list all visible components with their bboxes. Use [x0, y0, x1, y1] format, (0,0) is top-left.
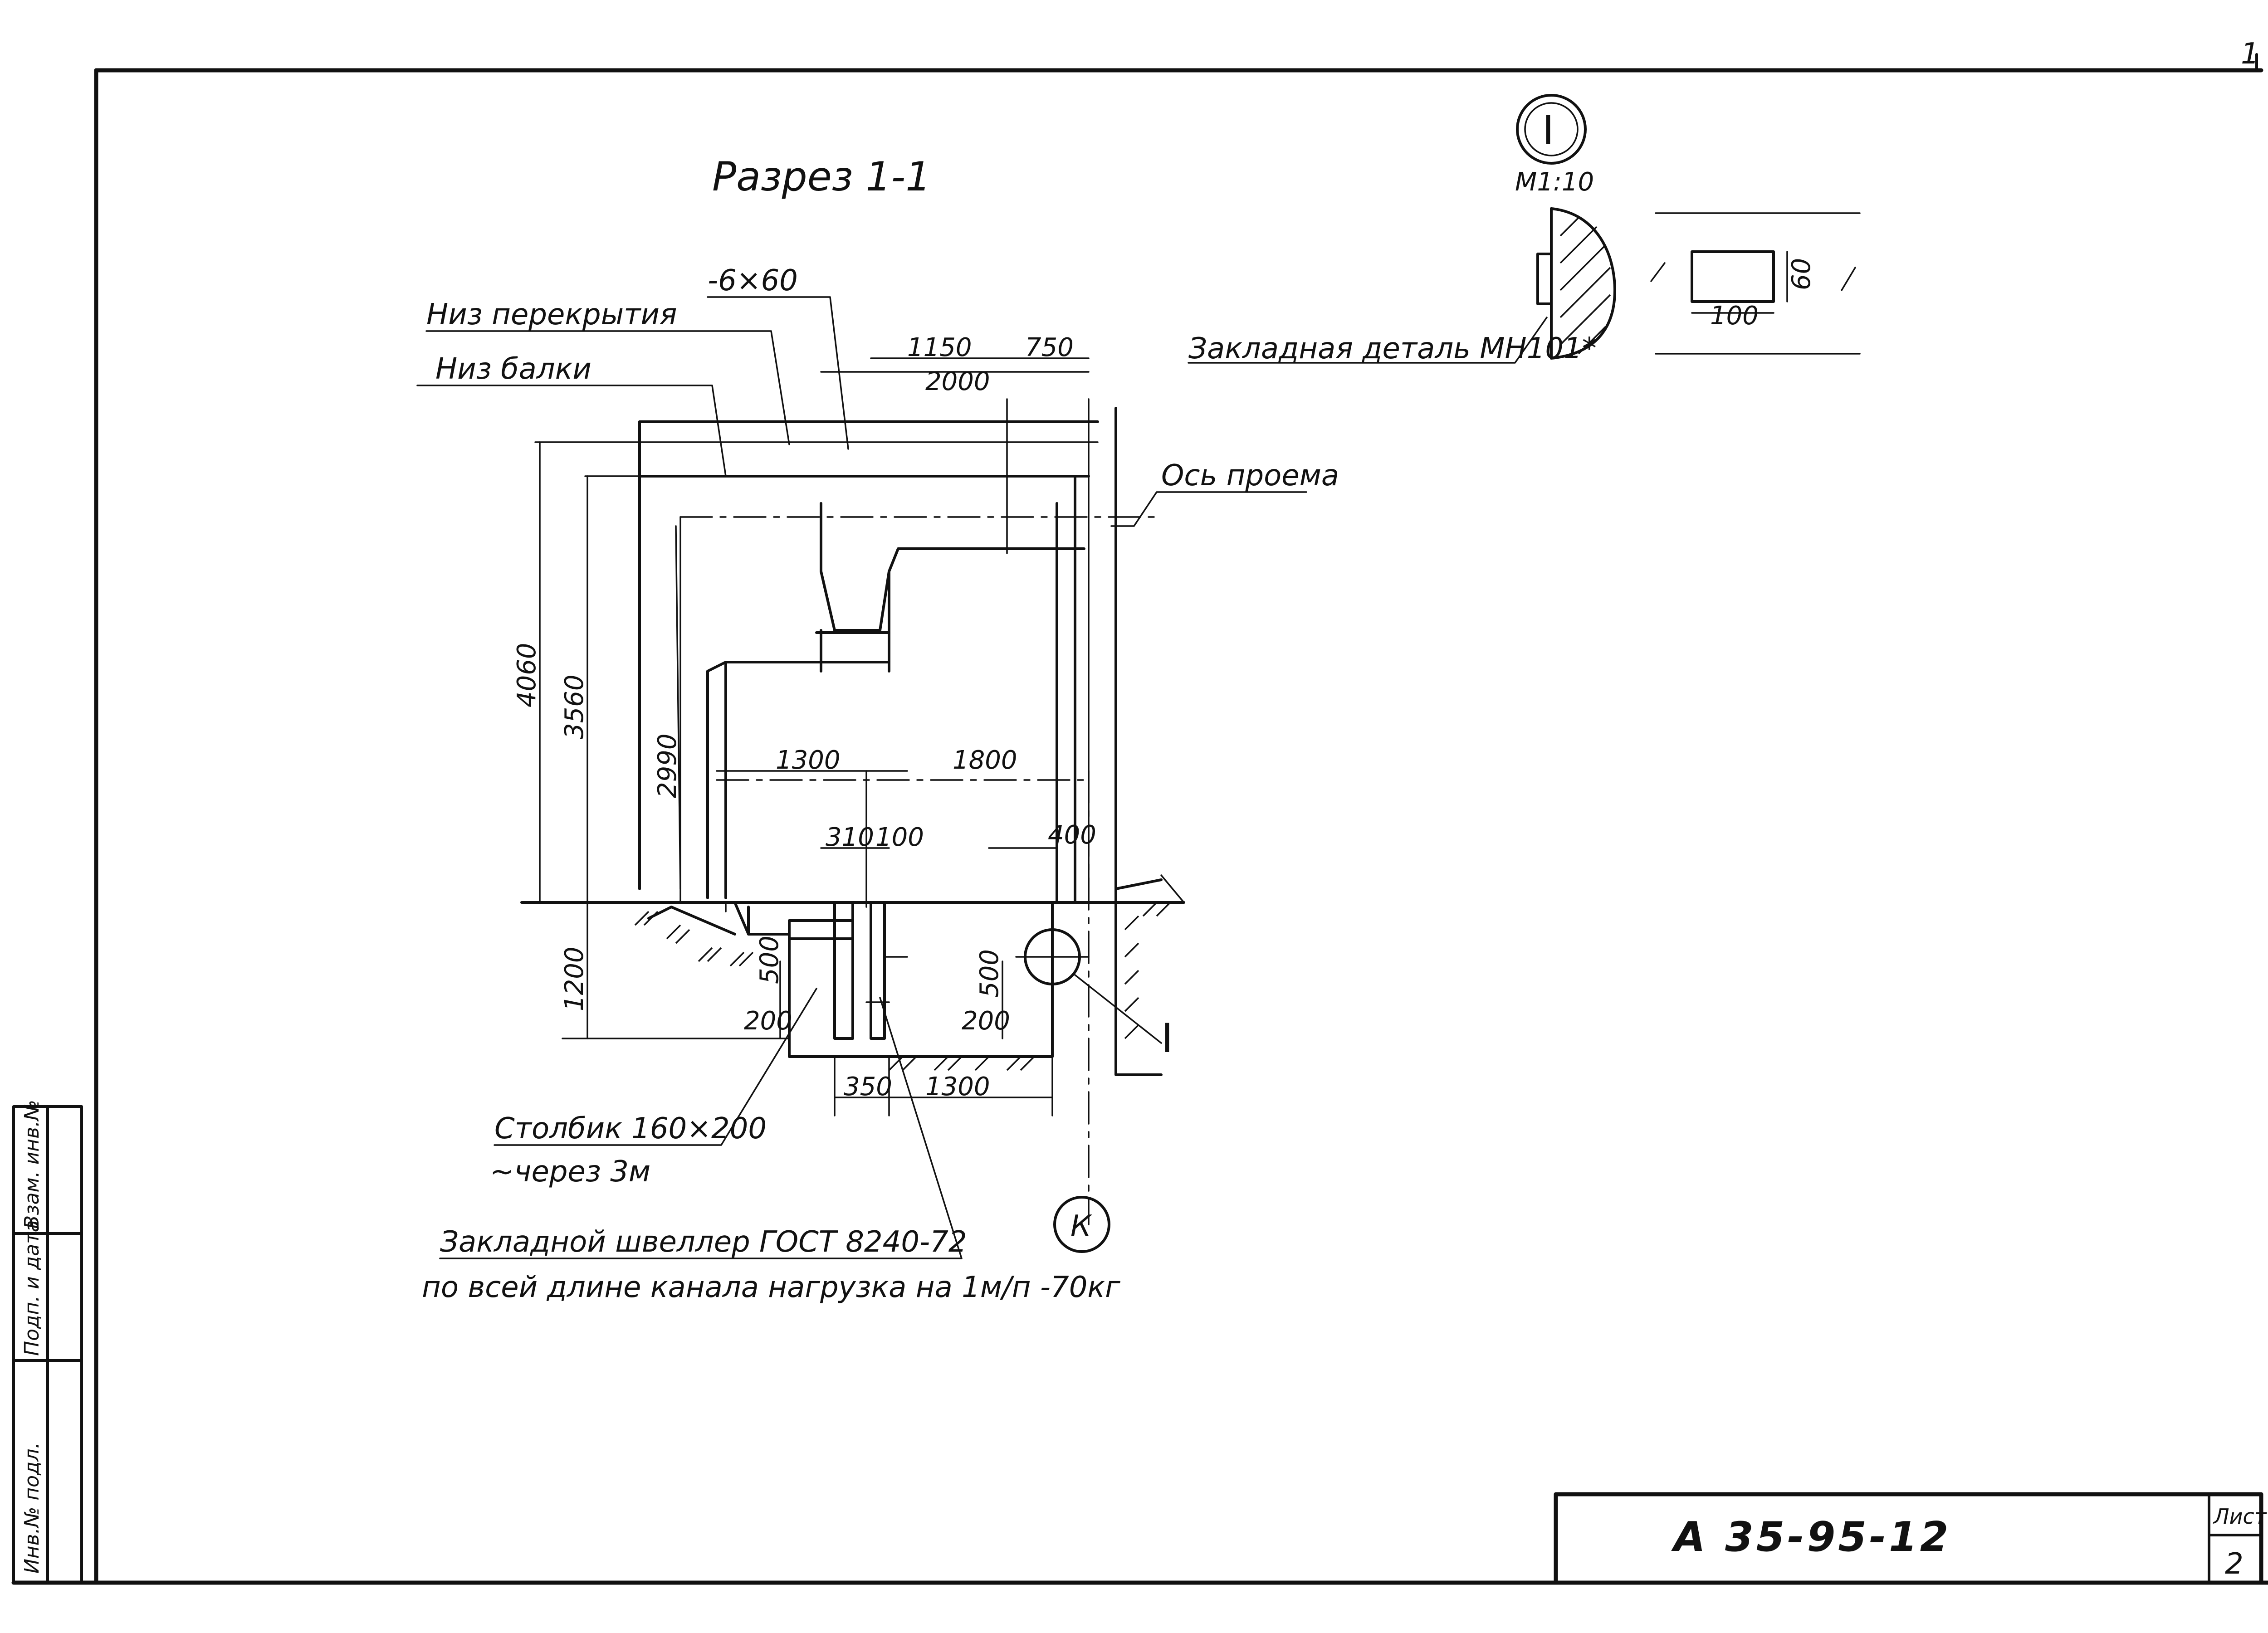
axis-marker-circle	[1053, 1196, 1110, 1253]
side-stamp-inv: Инв.№ подл.	[20, 1442, 44, 1574]
pipe-circle	[1015, 920, 1162, 1044]
dim-2990: 2990	[653, 733, 682, 798]
side-stamp-replace: Взам. инв.№	[20, 1100, 44, 1229]
dim-100: 100	[875, 823, 924, 852]
ground-hatching	[634, 902, 1171, 1071]
detail-dim-60: 60	[1787, 258, 1816, 290]
label-plate: -6×60	[708, 264, 798, 297]
label-channel-line2: по всей длине канала нагрузка на 1м/п -7…	[422, 1271, 1120, 1304]
detail-marker	[1516, 94, 1587, 165]
label-channel-line1: Закладной швеллер ГОСТ 8240-72	[440, 1225, 967, 1259]
dim-1800: 1800	[953, 746, 1017, 775]
dim-500-left: 500	[755, 936, 784, 984]
side-stamp: Инв.№ подл. Подп. и дата Взам. инв.№	[12, 1100, 83, 1584]
title-block-code: А 35-95-12	[1671, 1513, 1951, 1561]
sheet-frame	[11, 53, 2268, 1585]
leader-lines	[416, 296, 1307, 1259]
dim-4060: 4060	[512, 643, 542, 707]
label-bottom-of-beam: Низ балки	[435, 352, 591, 386]
dim-3560: 3560	[560, 674, 589, 739]
dim-750: 750	[1025, 333, 1074, 362]
dim-1300-bottom: 1300	[925, 1072, 990, 1102]
dim-310: 310	[826, 823, 874, 852]
detail-scale: М1:10	[1515, 167, 1594, 197]
dim-1200: 1200	[560, 946, 589, 1011]
detail-dim-100: 100	[1710, 301, 1759, 331]
dim-350: 350	[844, 1072, 892, 1102]
section-mark: I	[1161, 1015, 1173, 1062]
dim-1150: 1150	[907, 333, 972, 362]
corner-mark: 1	[2241, 37, 2259, 71]
dim-400: 400	[1048, 820, 1096, 850]
axis-mark: К	[1070, 1209, 1092, 1243]
dim-200-left: 200	[744, 1006, 792, 1036]
dim-200-right: 200	[962, 1006, 1010, 1036]
label-post: Столбик 160×200	[494, 1112, 767, 1146]
title-block-sheet-number: 2	[2225, 1547, 2244, 1581]
section-structure	[520, 398, 1185, 1076]
detail-marker-text: I	[1542, 107, 1554, 154]
dim-2000: 2000	[925, 367, 990, 396]
title-block-sheet-label: Лист	[2213, 1504, 2267, 1529]
side-stamp-sign: Подп. и дата	[20, 1220, 44, 1356]
title-block	[1554, 1492, 2263, 1585]
label-post-spacing: ~через 3м	[490, 1155, 650, 1189]
label-opening-axis: Ось проема	[1161, 459, 1339, 492]
dimension-lines	[539, 357, 1090, 1225]
label-bottom-of-slab: Низ перекрытия	[426, 298, 677, 331]
dim-500-right: 500	[975, 949, 1004, 998]
detail-drawing	[1188, 207, 1861, 364]
dim-1300: 1300	[776, 746, 841, 775]
section-title: Разрез 1-1	[712, 153, 931, 200]
detail-label: Закладная деталь МН101*	[1188, 332, 1597, 366]
